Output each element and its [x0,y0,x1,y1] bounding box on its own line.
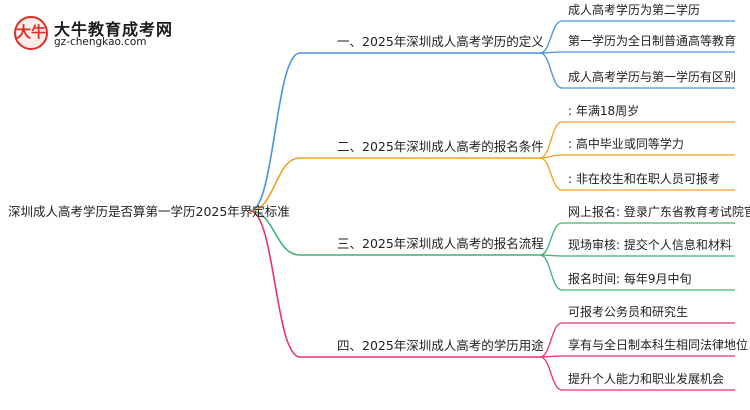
edge-branch-3-leaf-3 [539,254,563,291]
mind-map-labels: 深圳成人高考学历是否算第一学历2025年界定标准 一、2025年深圳成人高考学历的… [8,2,750,386]
edge-root-branch-2 [249,157,301,212]
brand-logo: 大牛 大牛教育成考网 gz-chengkao.com [10,16,180,52]
branch-3-label: 三、2025年深圳成人高考的报名流程 [337,236,544,251]
bull-logo-icon: 大牛 [14,16,48,50]
branch-4-label: 四、2025年深圳成人高考的学历用途 [337,338,544,353]
leaf-4-2-label: 享有与全日制本科生相同法律地位 [568,337,748,352]
edge-root-branch-4 [249,210,301,358]
logo-title: 大牛教育成考网 [54,20,174,39]
leaf-3-2-label: 现场审核: 提交个人信息和材料 [568,237,732,252]
branch-1-label: 一、2025年深圳成人高考学历的定义 [337,34,544,49]
edge-branch-4-leaf-1 [539,322,563,358]
edge-branch-3-leaf-1 [539,222,563,256]
leaf-2-3-label: : 非在校生和在职人员可报考 [568,171,720,186]
edge-root-branch-3 [249,210,301,256]
leaf-1-1-label: 成人高考学历为第二学历 [568,2,700,17]
edge-branch-2-leaf-1 [539,121,563,159]
root-node-label: 深圳成人高考学历是否算第一学历2025年界定标准 [8,204,290,219]
leaf-2-1-label: : 年满18周岁 [568,103,639,118]
edge-root-branch-1 [249,52,301,212]
logo-badge-glyph: 大牛 [16,23,47,41]
edge-branch-2-leaf-3 [539,157,563,191]
leaf-4-1-label: 可报考公务员和研究生 [568,304,688,319]
leaf-2-2-label: : 高中毕业或同等学力 [568,136,684,151]
edge-branch-1-leaf-3 [539,52,563,89]
mind-map-edges [249,20,563,391]
edge-branch-4-leaf-3 [539,356,563,391]
logo-url: gz-chengkao.com [54,36,147,48]
leaf-1-2-label: 第一学历为全日制普通高等教育 [568,33,736,48]
leaf-3-1-label: 网上报名: 登录广东省教育考试院官网 [568,204,750,219]
edge-branch-1-leaf-1 [539,20,563,54]
leaf-1-3-label: 成人高考学历与第一学历有区别 [568,69,736,84]
leaf-3-3-label: 报名时间: 每年9月中旬 [568,271,692,286]
branch-2-label: 二、2025年深圳成人高考的报名条件 [337,139,544,154]
mind-map-underlines [300,20,735,391]
leaf-4-3-label: 提升个人能力和职业发展机会 [568,371,724,386]
